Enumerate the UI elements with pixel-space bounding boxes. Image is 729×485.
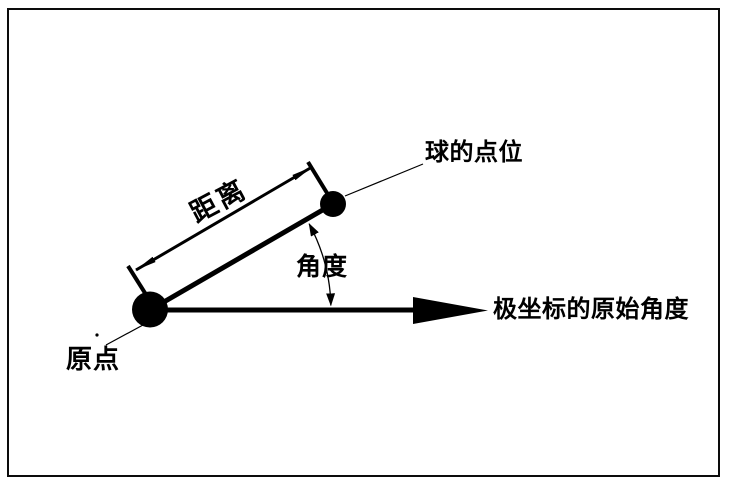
angle-label: 角度	[296, 252, 349, 281]
diagram-border	[7, 8, 720, 477]
polar-axis-label: 极坐标的原始角度	[493, 295, 689, 323]
radius-line	[148, 201, 335, 313]
speck-dot	[95, 333, 99, 337]
leader-line-origin	[105, 324, 144, 346]
ball-point-label: 球的点位	[425, 138, 523, 166]
origin-label: 原点	[66, 345, 121, 375]
distance-dimension-line	[135, 165, 313, 272]
leader-line-ball-point	[344, 163, 424, 197]
origin-dot	[132, 291, 168, 328]
extension-tick-ball	[306, 160, 329, 195]
polar-axis-arrowhead	[413, 297, 488, 324]
ball-point-dot	[320, 191, 346, 217]
extension-tick-origin	[126, 264, 147, 295]
